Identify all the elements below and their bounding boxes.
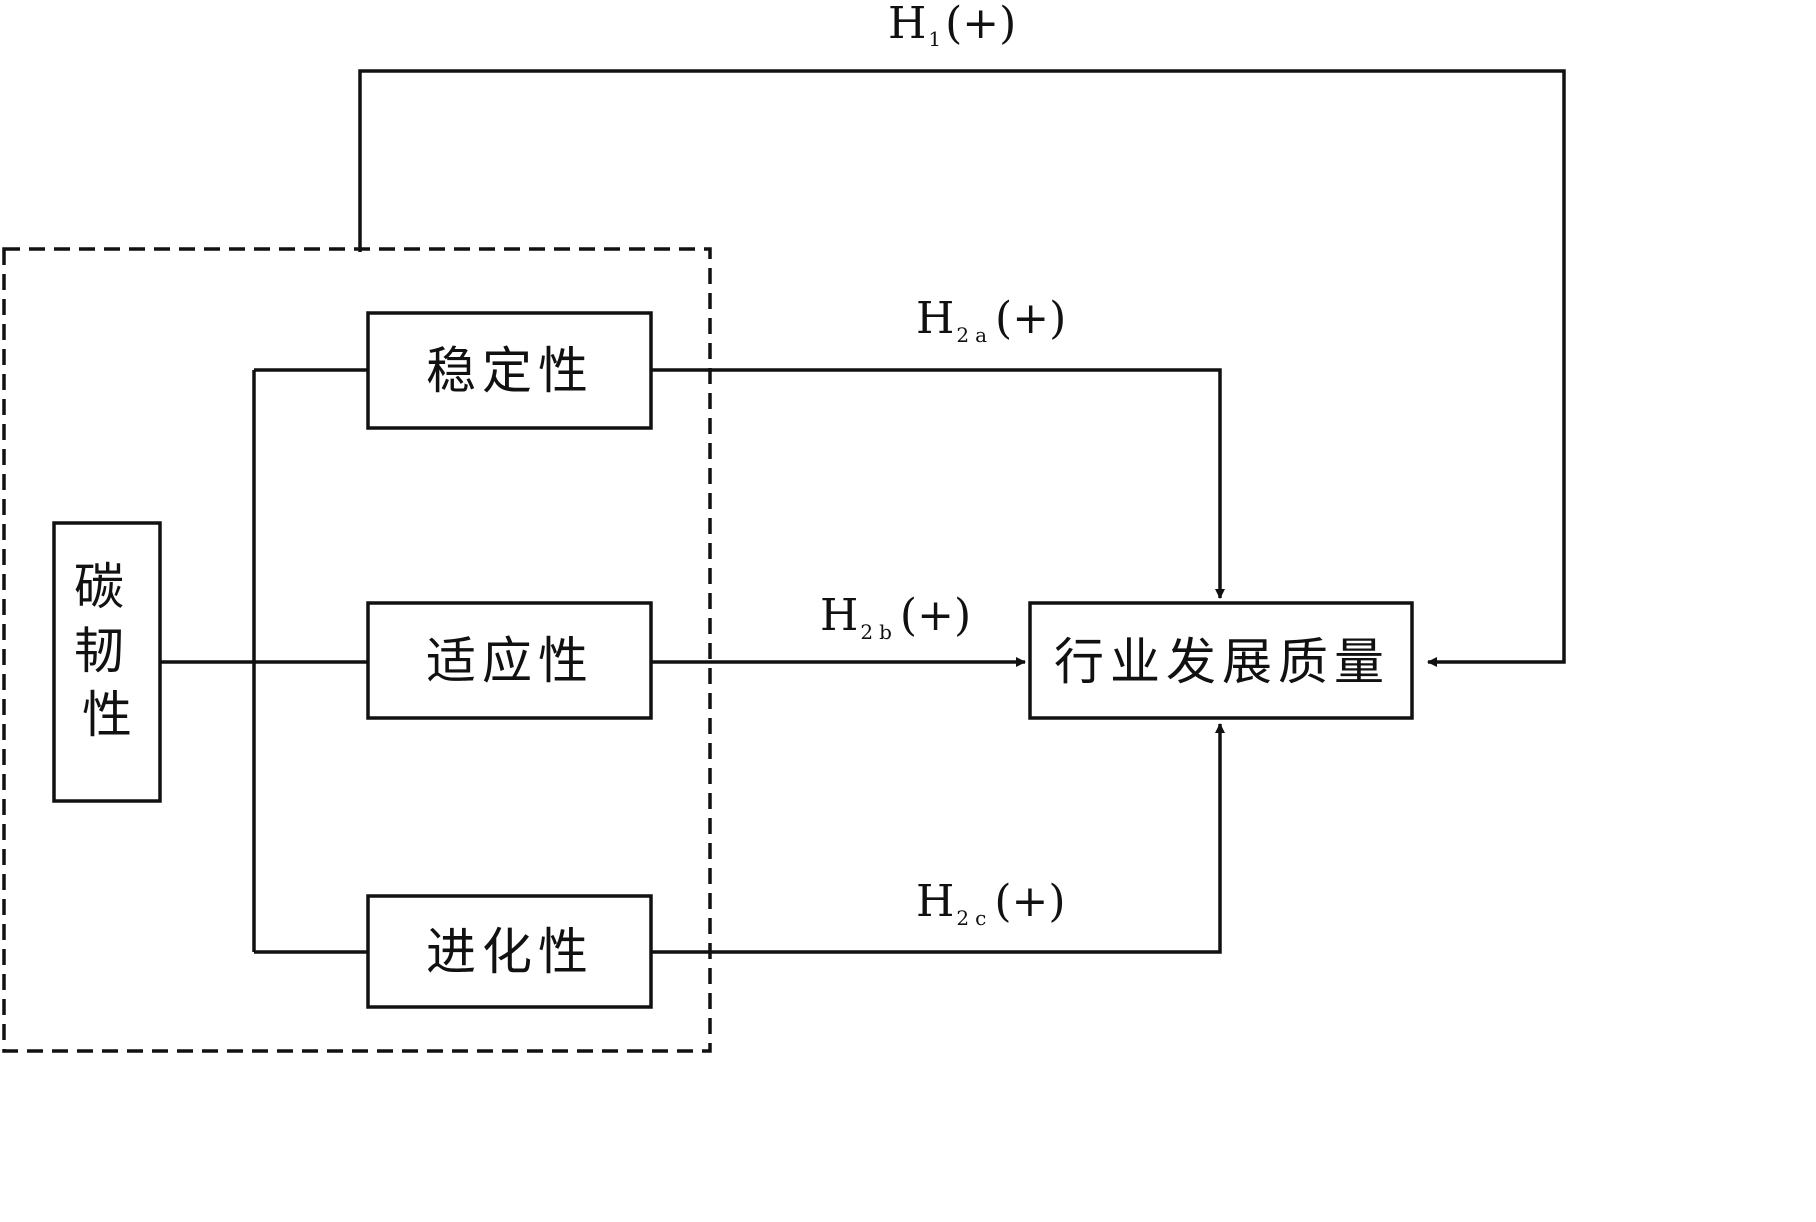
- carbon-resilience-box: [52, 521, 162, 803]
- h2a-arrow-path: [651, 368, 1225, 599]
- adaptability-label: 适应性: [426, 632, 594, 690]
- industry-quality-box: [1028, 601, 1414, 720]
- dimension-group-dashed-frame: [2, 247, 712, 1053]
- evolvability-label: 进化性: [426, 923, 594, 981]
- carbon-resilience-label: 碳 韧 性: [74, 558, 140, 744]
- h1-arrow-path: [358, 69, 1566, 667]
- h2c-arrow-path: [651, 723, 1225, 954]
- stability-box: [366, 311, 653, 430]
- industry-quality-label: 行业发展质量: [1054, 633, 1390, 691]
- evolvability-box: [366, 894, 653, 1009]
- stability-label: 稳定性: [426, 342, 594, 400]
- adaptability-box: [366, 601, 653, 720]
